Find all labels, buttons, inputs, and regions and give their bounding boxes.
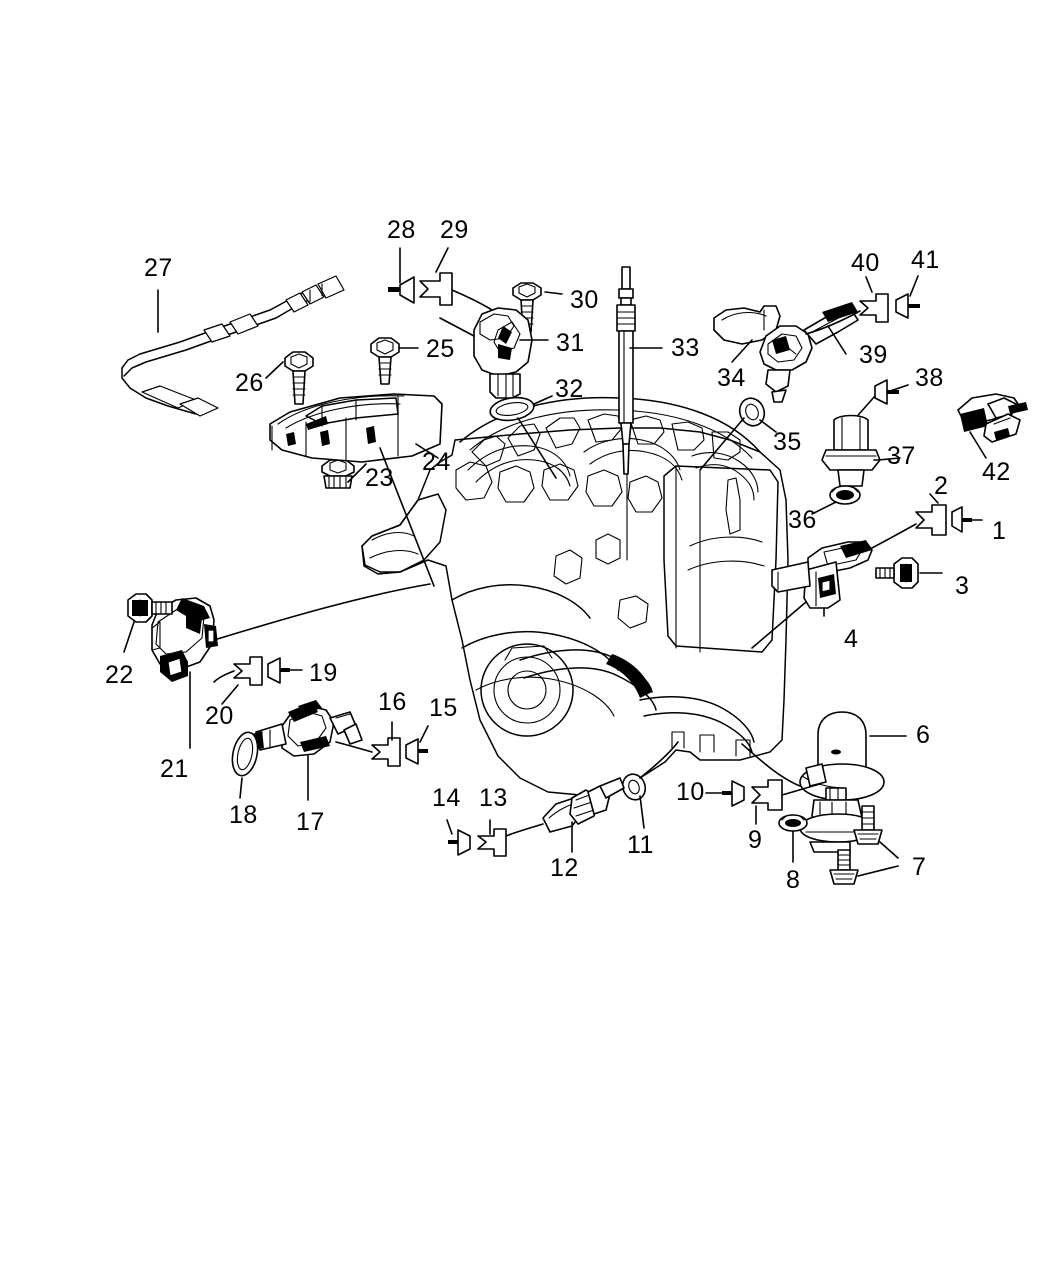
callout-label-22: 22 <box>105 661 134 689</box>
callout-label-33: 33 <box>671 334 700 362</box>
callout-label-23: 23 <box>365 464 394 492</box>
callout-label-14: 14 <box>432 784 461 812</box>
callout-label-17: 17 <box>296 808 325 836</box>
part-13-connector-body <box>477 819 507 857</box>
callout-label-29: 29 <box>440 216 469 244</box>
part-37-oil-pressure-switch <box>821 414 901 487</box>
callout-label-10: 10 <box>676 778 705 806</box>
callout-label-37: 37 <box>887 442 916 470</box>
part-27-oxygen-sensor-harness <box>121 275 345 417</box>
callout-label-31: 31 <box>556 329 585 357</box>
part-23-grommet <box>321 459 367 489</box>
callout-label-4: 4 <box>844 625 859 653</box>
callout-label-41: 41 <box>911 246 940 274</box>
callout-label-28: 28 <box>387 216 416 244</box>
part-1-terminal-pin <box>951 506 983 533</box>
part-21-control-module <box>151 583 431 749</box>
part-17-pressure-sensor <box>252 700 363 801</box>
part-14-terminal-pin <box>446 819 471 856</box>
part-34-retaining-clip <box>713 305 781 363</box>
part-3-screw <box>875 557 943 589</box>
callout-label-15: 15 <box>429 694 458 722</box>
part-26-bolt <box>265 351 314 405</box>
part-33-glow-plug <box>616 266 663 475</box>
callout-label-12: 12 <box>550 854 579 882</box>
part-9-connector-body <box>751 779 821 825</box>
callout-label-8: 8 <box>786 866 801 894</box>
part-18-o-ring <box>231 731 259 799</box>
part-32-o-ring <box>489 395 557 479</box>
callout-label-26: 26 <box>235 369 264 397</box>
callout-label-7: 7 <box>912 853 927 881</box>
callout-label-2: 2 <box>934 472 949 500</box>
callout-label-38: 38 <box>915 364 944 392</box>
callout-label-13: 13 <box>479 784 508 812</box>
callout-label-20: 20 <box>205 702 234 730</box>
callout-label-24: 24 <box>422 448 451 476</box>
part-4-sensor-bracket <box>751 540 873 649</box>
part-36-seal-ring <box>811 485 861 515</box>
part-19-terminal-pin <box>267 657 303 684</box>
callout-label-6: 6 <box>916 721 931 749</box>
part-11-o-ring <box>621 741 679 829</box>
part-7-bolt <box>829 805 899 885</box>
callout-label-42: 42 <box>982 458 1011 486</box>
part-2-connector-body <box>867 493 947 551</box>
callout-label-27: 27 <box>144 254 173 282</box>
part-38-terminal-pin <box>851 379 909 423</box>
part-31-camshaft-position-sensor <box>439 307 549 399</box>
part-40-connector-body <box>805 276 889 335</box>
callout-label-11: 11 <box>627 831 654 859</box>
callout-label-16: 16 <box>378 688 407 716</box>
part-35-o-ring <box>699 397 777 471</box>
callout-label-39: 39 <box>859 341 888 369</box>
callout-label-40: 40 <box>851 249 880 277</box>
callout-label-18: 18 <box>229 801 258 829</box>
callout-label-1: 1 <box>992 517 1007 545</box>
part-20-connector-body <box>213 656 263 705</box>
callout-label-25: 25 <box>426 335 455 363</box>
part-6-fuel-pump-motor <box>741 711 907 853</box>
callout-label-21: 21 <box>160 755 189 783</box>
part-42-multi-pin-connector <box>957 393 1028 459</box>
callout-label-30: 30 <box>570 286 599 314</box>
callout-label-9: 9 <box>748 826 763 854</box>
part-12-coolant-temperature-sensor <box>505 777 625 853</box>
callout-label-32: 32 <box>555 375 584 403</box>
part-28-terminal-pin <box>388 247 415 304</box>
part-39-knock-sensor <box>759 302 859 403</box>
part-10-terminal-pin <box>705 780 745 807</box>
part-15-terminal-pin <box>405 725 429 765</box>
callout-label-34: 34 <box>717 364 746 392</box>
engine-block-assembly <box>361 269 789 796</box>
callout-label-35: 35 <box>773 428 802 456</box>
callout-label-36: 36 <box>788 506 817 534</box>
callout-label-19: 19 <box>309 659 338 687</box>
part-41-terminal-pin <box>895 275 920 319</box>
part-8-seal-ring <box>778 814 808 863</box>
callout-label-3: 3 <box>955 572 970 600</box>
part-16-connector-body <box>335 721 401 767</box>
part-22-screw <box>123 593 173 653</box>
part-25-bolt <box>370 337 419 385</box>
part-24-heat-shield-bracket <box>269 393 443 587</box>
